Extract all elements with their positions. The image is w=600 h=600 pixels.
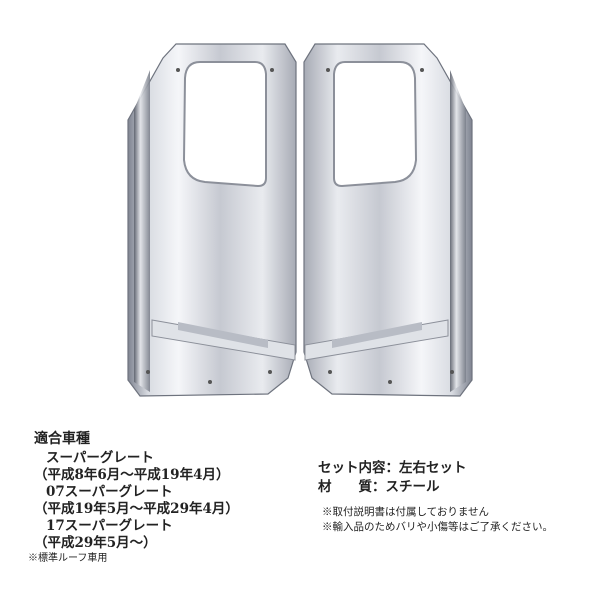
model-line-1: スーパーグレート: [46, 450, 154, 466]
set-contents-row: セット内容：左右セット: [318, 459, 596, 478]
set-contents-value: 左右セット: [399, 460, 467, 476]
note-item: ※輸入品のためバリや小傷等はご了承ください。: [322, 521, 553, 533]
material-label: 材 質: [318, 479, 372, 495]
model-period-2: （平成19年5月～平成29年4月）: [34, 501, 239, 517]
material-value: スチール: [385, 479, 440, 495]
model-period-3: （平成29年5月～）: [34, 535, 157, 551]
right-door-panel: [303, 43, 473, 397]
left-door-panel: [127, 43, 297, 397]
material-separator: ：: [372, 479, 386, 495]
model-line-3: 17スーパーグレート: [46, 518, 173, 534]
model-line-2: 07スーパーグレート: [46, 484, 173, 500]
roof-footnote: ※標準ルーフ車用: [28, 553, 108, 564]
material-row: 材 質：スチール: [318, 478, 596, 497]
spec-block: セット内容：左右セット 材 質：スチール ※取付説明書は付属しておりません ※輸…: [318, 459, 596, 535]
set-contents-separator: ：: [385, 460, 400, 476]
notes-list: ※取付説明書は付属しておりません ※輸入品のためバリや小傷等はご了承ください。: [318, 505, 596, 535]
model-period-1: （平成8年6月～平成19年4月）: [34, 467, 230, 483]
compatibility-title: 適合車種: [34, 431, 90, 447]
compatibility-block: 適合車種 スーパーグレート （平成8年6月～平成19年4月） 07スーパーグレー…: [28, 430, 314, 565]
set-contents-label: セット内容: [318, 460, 386, 476]
product-photo: [127, 43, 473, 397]
note-item: ※取付説明書は付属しておりません: [322, 506, 490, 518]
